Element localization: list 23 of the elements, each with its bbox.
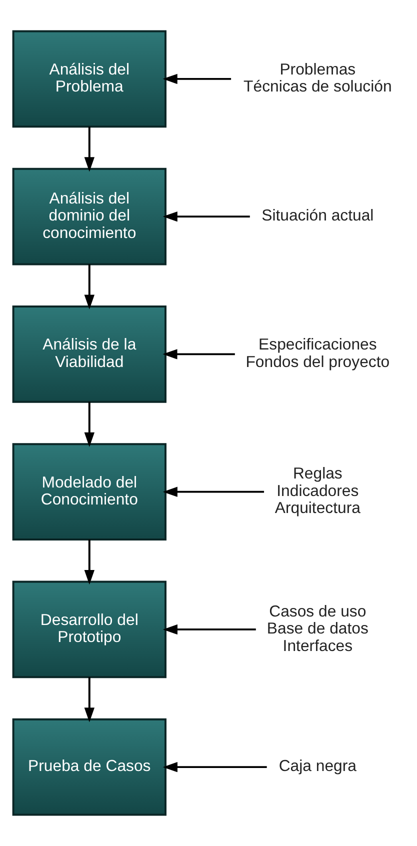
node-text: Especificaciones Fondos del proyecto: [246, 336, 390, 371]
node-text: Reglas Indicadores Arquitectura: [274, 466, 360, 518]
node-text: Situación actual: [262, 208, 374, 225]
arrow: [162, 74, 232, 84]
arrow: [162, 349, 235, 360]
node-box: Análisis del dominio del conocimiento: [12, 168, 166, 266]
arrow: [162, 762, 267, 772]
arrow: [84, 126, 94, 172]
arrow: [84, 264, 94, 310]
node-box: Análisis de la Viabilidad: [12, 306, 166, 403]
node-box: Análisis del Problema: [12, 30, 166, 128]
arrow: [84, 677, 94, 722]
arrow: [162, 624, 256, 635]
node-text: Problemas Técnicas de solución: [244, 61, 392, 96]
node-box: Prueba de Casos: [12, 718, 166, 816]
arrow: [162, 486, 264, 497]
node-box: Modelado del Conocimiento: [12, 443, 166, 540]
arrow: [162, 211, 250, 222]
node-text: Caja negra: [278, 758, 357, 776]
node-box: Desarrollo del Prototipo: [12, 580, 166, 678]
arrow: [84, 402, 94, 447]
arrow: [84, 540, 94, 585]
node-text: Casos de uso Base de datos Interfaces: [266, 603, 368, 655]
